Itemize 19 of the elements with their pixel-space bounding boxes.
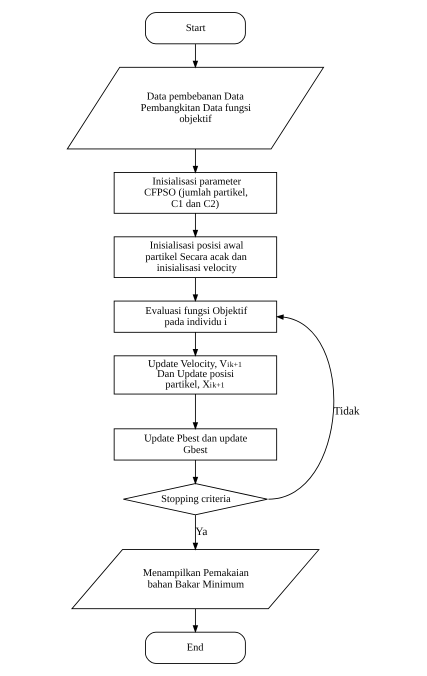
arrow [192, 608, 198, 634]
node-diamond: Stopping criteria [122, 483, 268, 516]
node-box: Inisialisasi parameter CFPSO (jumlah partikel, C1 dan C2) [113, 172, 277, 214]
arrow [192, 460, 198, 485]
node-box: Inisialisasi posisi awal partikel Secara acak dan inisialisasi velocity [113, 236, 277, 278]
node-box: Start [144, 12, 246, 44]
node-box: Update Velocity, Vik+1 Dan Update posisi partikel, Xik+1 [113, 355, 277, 394]
arrow [192, 44, 198, 69]
node-box: Update Pbest dan update Gbest [113, 428, 277, 461]
arrow [192, 394, 198, 430]
arrow [192, 213, 198, 238]
edge-label: Tidak [333, 405, 360, 418]
arrow [192, 277, 198, 302]
arrow [192, 332, 198, 357]
arrow [192, 514, 198, 551]
node-box: Evaluasi fungsi Objektif pada individu i [113, 300, 277, 333]
arrow [192, 148, 198, 174]
node-box: End [144, 632, 246, 664]
arrow [267, 314, 334, 500]
